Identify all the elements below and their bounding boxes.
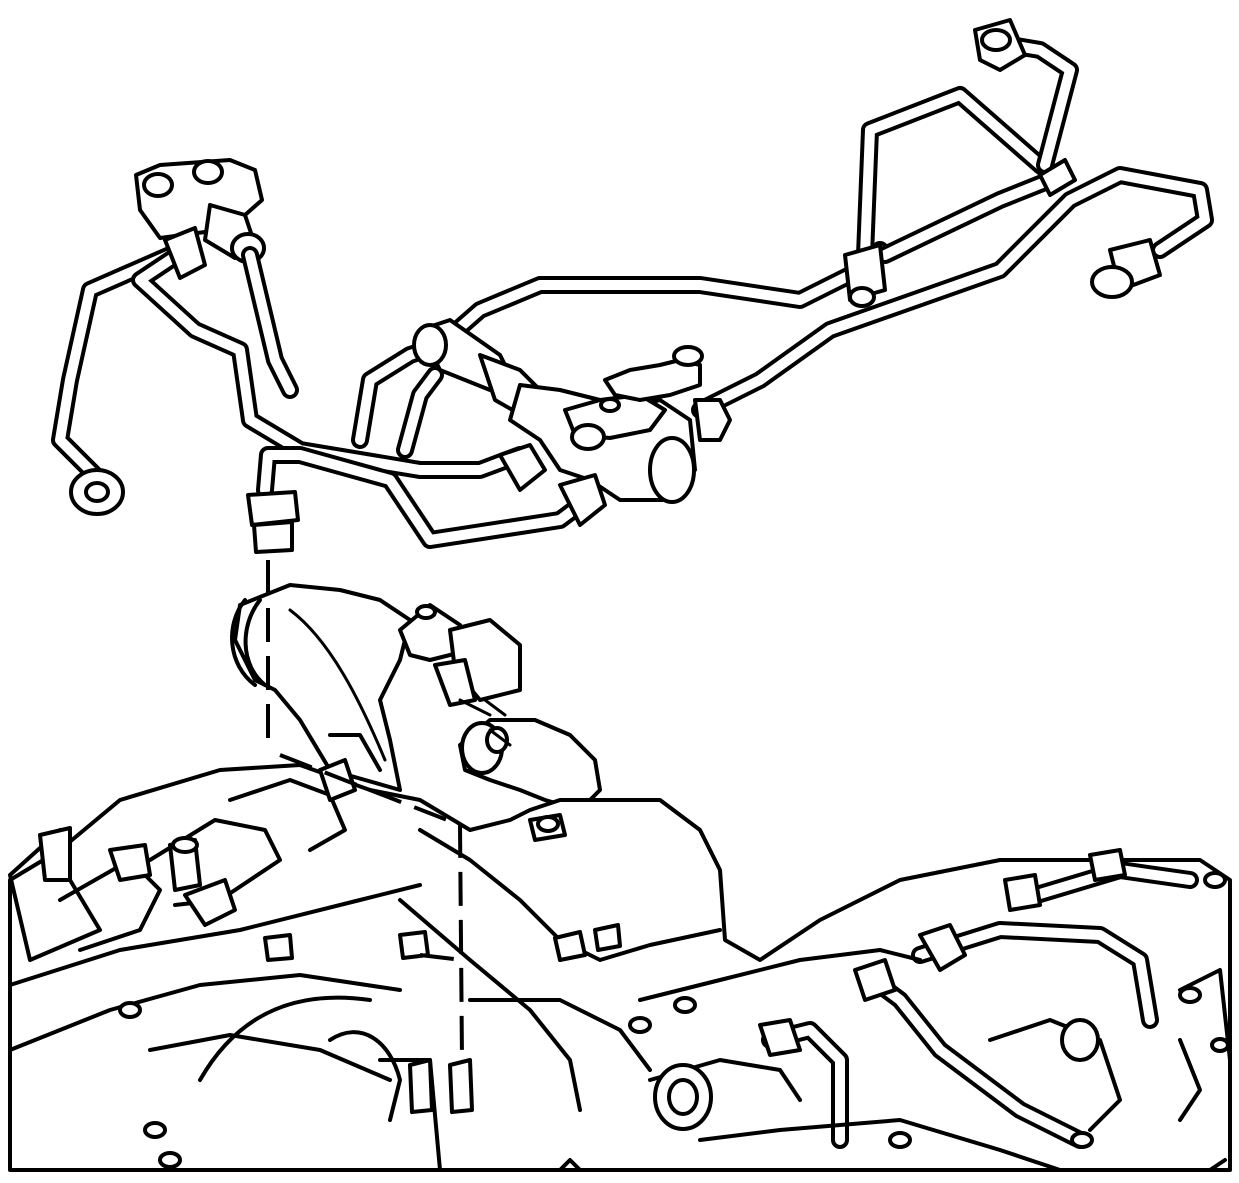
fuel-pressure-regulator	[351, 318, 732, 527]
line-fittings	[163, 18, 1077, 308]
fuel-return-line	[51, 241, 529, 484]
fuel-rail-fitting	[246, 490, 300, 554]
left-mounting-bracket	[134, 158, 266, 264]
throttle-body-inlet	[230, 583, 412, 792]
alignment-guide-lines	[266, 560, 464, 1061]
left-end-fitting	[69, 468, 125, 516]
engine-sensor	[458, 718, 602, 812]
engine-intake-manifold	[8, 733, 1232, 1172]
right-end-fitting	[1090, 238, 1162, 299]
upper-cross-line	[431, 36, 1079, 354]
sensor-connector	[398, 603, 522, 717]
fuel-line-assembly	[51, 18, 1214, 549]
right-outlet-line	[691, 166, 1214, 419]
fuel-supply-line	[256, 446, 589, 549]
bracket-feed-line	[241, 246, 299, 399]
